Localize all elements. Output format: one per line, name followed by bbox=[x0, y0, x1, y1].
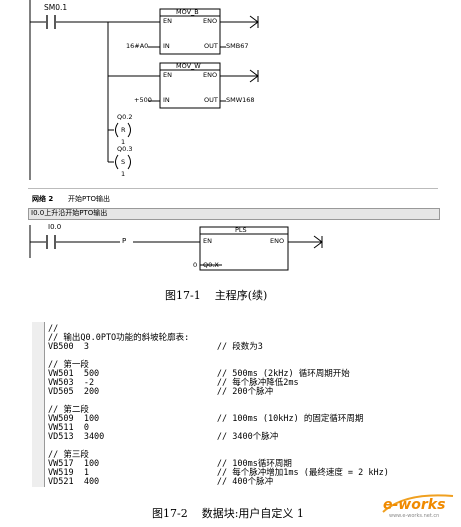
e-works-logo: e-works www.e-works.net.cn bbox=[375, 488, 459, 522]
pls-en: EN bbox=[203, 237, 212, 245]
mov-b-out-value: SMB67 bbox=[226, 42, 249, 50]
mov-b-eno: ENO bbox=[203, 17, 218, 25]
code-line bbox=[48, 352, 389, 361]
code-line: // 第二段 bbox=[48, 405, 89, 415]
pls-eno: ENO bbox=[270, 237, 285, 245]
code-line: VD521 400 // 400个脉冲 bbox=[48, 477, 274, 487]
coil-s-count: 1 bbox=[121, 170, 126, 178]
network-divider bbox=[28, 188, 438, 189]
code-line: VW519 1 // 每个脉冲增加1ms (最终速度 = 2 kHz) bbox=[48, 468, 389, 478]
mov-w-out: OUT bbox=[204, 96, 218, 104]
network-2-comment: I0.0上升沿开始PTO输出 bbox=[31, 209, 108, 217]
coil-r-address: Q0.2 bbox=[117, 113, 133, 121]
code-line: VW503 -2 // 每个脉冲降低2ms bbox=[48, 378, 299, 388]
code-line: VW517 100 // 100ms循环周期 bbox=[48, 459, 292, 469]
figure-caption-17-1: 图17-1 主程序(续) bbox=[165, 289, 268, 302]
code-line: // 第一段 bbox=[48, 360, 89, 370]
mov-w-in-value: +500 bbox=[134, 96, 152, 104]
network-2-comment-box: I0.0上升沿开始PTO输出 bbox=[28, 208, 440, 220]
editor-gutter bbox=[32, 322, 45, 487]
code-line bbox=[48, 397, 389, 406]
mov-b-out: OUT bbox=[204, 42, 218, 50]
mov-w-eno: ENO bbox=[203, 71, 218, 79]
coil-s-address: Q0.3 bbox=[117, 145, 133, 153]
mov-w-en: EN bbox=[163, 71, 172, 79]
network-2-label: 网络 2 bbox=[32, 195, 54, 203]
mov-w-out-value: SMW168 bbox=[226, 96, 255, 104]
code-listing: //// 输出Q0.0PTO功能的斜坡轮廓表:VB500 3 // 段数为3 //… bbox=[48, 325, 389, 487]
mov-w-in: IN bbox=[163, 96, 170, 104]
data-block-editor: //// 输出Q0.0PTO功能的斜坡轮廓表:VB500 3 // 段数为3 //… bbox=[32, 322, 432, 487]
mov-b-en: EN bbox=[163, 17, 172, 25]
code-line: // bbox=[48, 324, 59, 334]
mov-w-title: MOV_W bbox=[176, 62, 201, 70]
code-line: VD513 3400 // 3400个脉冲 bbox=[48, 432, 279, 442]
network-2-title: 开始PTO输出 bbox=[68, 195, 111, 203]
figure-caption-17-2: 图17-2 数据块:用户自定义 1 bbox=[152, 507, 304, 520]
code-line: VB500 3 // 段数为3 bbox=[48, 342, 263, 352]
logo-url: www.e-works.net.cn bbox=[389, 513, 440, 519]
coil-r-count: 1 bbox=[121, 138, 126, 146]
logo-text: e-works bbox=[383, 497, 446, 513]
coil-r-type: R bbox=[121, 126, 126, 134]
logo-swoosh-icon bbox=[382, 494, 454, 513]
mov-b-in: IN bbox=[163, 42, 170, 50]
code-line bbox=[48, 442, 389, 451]
code-line: // 输出Q0.0PTO功能的斜坡轮廓表: bbox=[48, 333, 190, 343]
edge-detect-p: P bbox=[122, 237, 127, 245]
mov-b-title: MOV_B bbox=[176, 8, 199, 16]
code-line: VW501 500 // 500ms (2kHz) 循环周期开始 bbox=[48, 369, 350, 379]
code-line: // 第三段 bbox=[48, 450, 89, 460]
mov-b-in-value: 16#A0 bbox=[126, 42, 149, 50]
code-line: VW511 0 bbox=[48, 423, 89, 433]
pls-title: PLS bbox=[235, 226, 247, 234]
code-line: VW509 100 // 100ms (10kHz) 的固定循环周期 bbox=[48, 414, 364, 424]
pls-in-value: 0 bbox=[193, 261, 198, 269]
coil-s-type: S bbox=[121, 158, 126, 166]
contact-sm0-1-label: SM0.1 bbox=[44, 3, 68, 12]
pls-input: Q0.X bbox=[203, 261, 219, 269]
contact-i0-0-label: I0.0 bbox=[48, 223, 62, 231]
code-line: VD505 200 // 200个脉冲 bbox=[48, 387, 274, 397]
